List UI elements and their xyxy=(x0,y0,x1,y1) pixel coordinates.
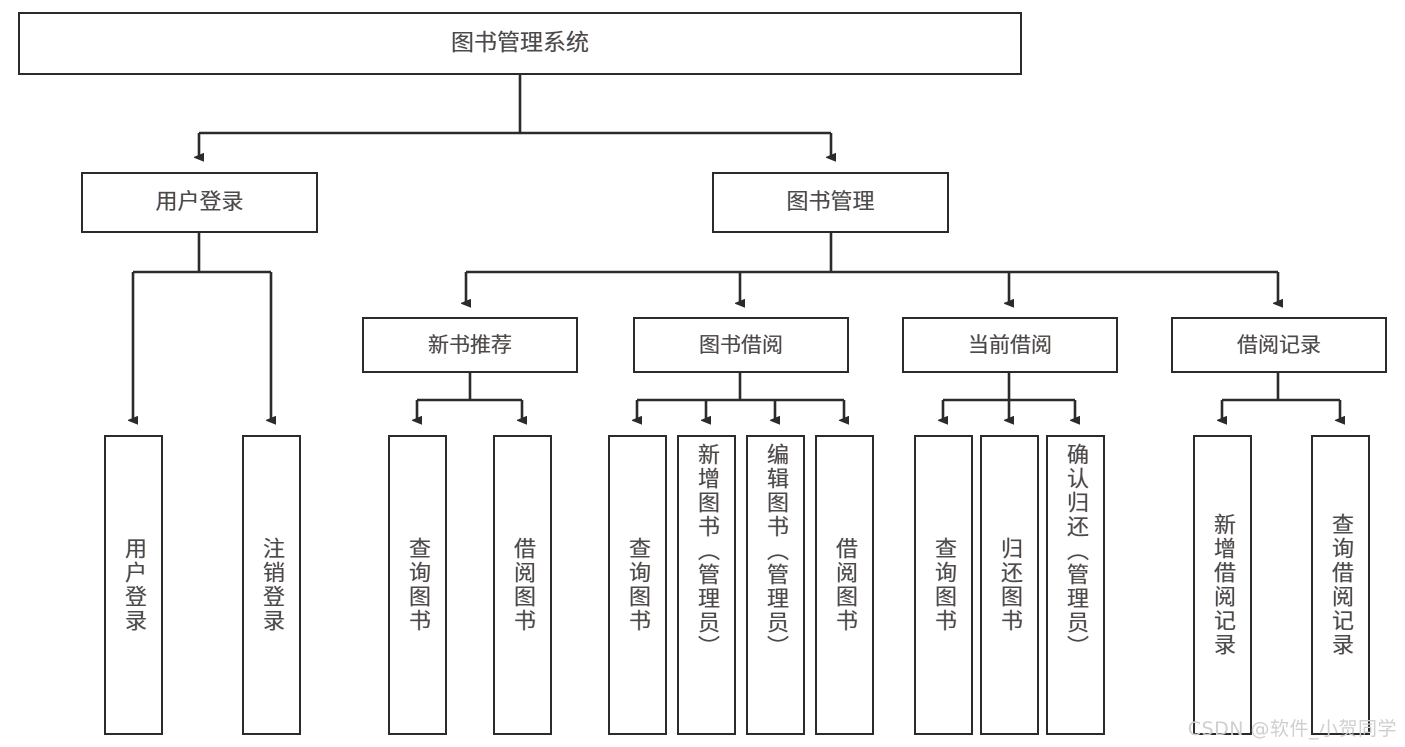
node-leaf-logout-label: 注销登录 xyxy=(259,537,285,633)
node-leaf-add-book[interactable]: 新增图书（管理员） xyxy=(677,435,736,735)
node-leaf-edit-book-label: 编辑图书（管理员） xyxy=(763,443,789,659)
node-leaf-confirm-return-label: 确认归还（管理员） xyxy=(1063,443,1089,659)
node-book-borrow-label: 图书借阅 xyxy=(699,332,783,357)
node-leaf-add-book-label: 新增图书（管理员） xyxy=(694,443,720,659)
node-current-borrow-label: 当前借阅 xyxy=(968,332,1052,357)
node-book-management-label: 图书管理 xyxy=(786,189,875,215)
node-leaf-query-book-1-label: 查询图书 xyxy=(405,537,431,633)
node-leaf-query-book-3[interactable]: 查询图书 xyxy=(914,435,973,735)
node-leaf-return-book-label: 归还图书 xyxy=(997,537,1023,633)
node-leaf-borrow-book-2[interactable]: 借阅图书 xyxy=(815,435,874,735)
watermark: CSDN @软件_小贺同学 xyxy=(1187,718,1397,740)
node-leaf-query-record[interactable]: 查询借阅记录 xyxy=(1311,435,1370,735)
node-leaf-borrow-book-1-label: 借阅图书 xyxy=(510,537,536,633)
node-leaf-query-record-label: 查询借阅记录 xyxy=(1328,513,1354,657)
node-root-label: 图书管理系统 xyxy=(451,29,589,56)
node-leaf-edit-book[interactable]: 编辑图书（管理员） xyxy=(746,435,805,735)
node-leaf-borrow-book-2-label: 借阅图书 xyxy=(832,537,858,633)
node-leaf-add-record[interactable]: 新增借阅记录 xyxy=(1193,435,1252,735)
node-current-borrow[interactable]: 当前借阅 xyxy=(902,317,1118,373)
node-leaf-confirm-return[interactable]: 确认归还（管理员） xyxy=(1046,435,1105,735)
node-leaf-return-book[interactable]: 归还图书 xyxy=(980,435,1039,735)
node-leaf-query-book-1[interactable]: 查询图书 xyxy=(388,435,447,735)
node-borrow-record-label: 借阅记录 xyxy=(1237,332,1321,357)
node-leaf-query-book-2[interactable]: 查询图书 xyxy=(608,435,667,735)
node-new-book-recommend[interactable]: 新书推荐 xyxy=(362,317,578,373)
node-new-book-recommend-label: 新书推荐 xyxy=(428,332,512,357)
node-book-borrow[interactable]: 图书借阅 xyxy=(633,317,849,373)
node-leaf-query-book-3-label: 查询图书 xyxy=(931,537,957,633)
node-leaf-add-record-label: 新增借阅记录 xyxy=(1210,513,1236,657)
node-leaf-user-login-label: 用户登录 xyxy=(121,537,147,633)
node-leaf-user-login[interactable]: 用户登录 xyxy=(104,435,163,735)
node-leaf-borrow-book-1[interactable]: 借阅图书 xyxy=(493,435,552,735)
node-leaf-query-book-2-label: 查询图书 xyxy=(625,537,651,633)
node-user-login[interactable]: 用户登录 xyxy=(81,172,318,233)
node-book-management[interactable]: 图书管理 xyxy=(712,172,949,233)
node-root[interactable]: 图书管理系统 xyxy=(18,12,1022,75)
node-borrow-record[interactable]: 借阅记录 xyxy=(1171,317,1387,373)
node-leaf-logout[interactable]: 注销登录 xyxy=(242,435,301,735)
node-user-login-label: 用户登录 xyxy=(155,189,244,215)
